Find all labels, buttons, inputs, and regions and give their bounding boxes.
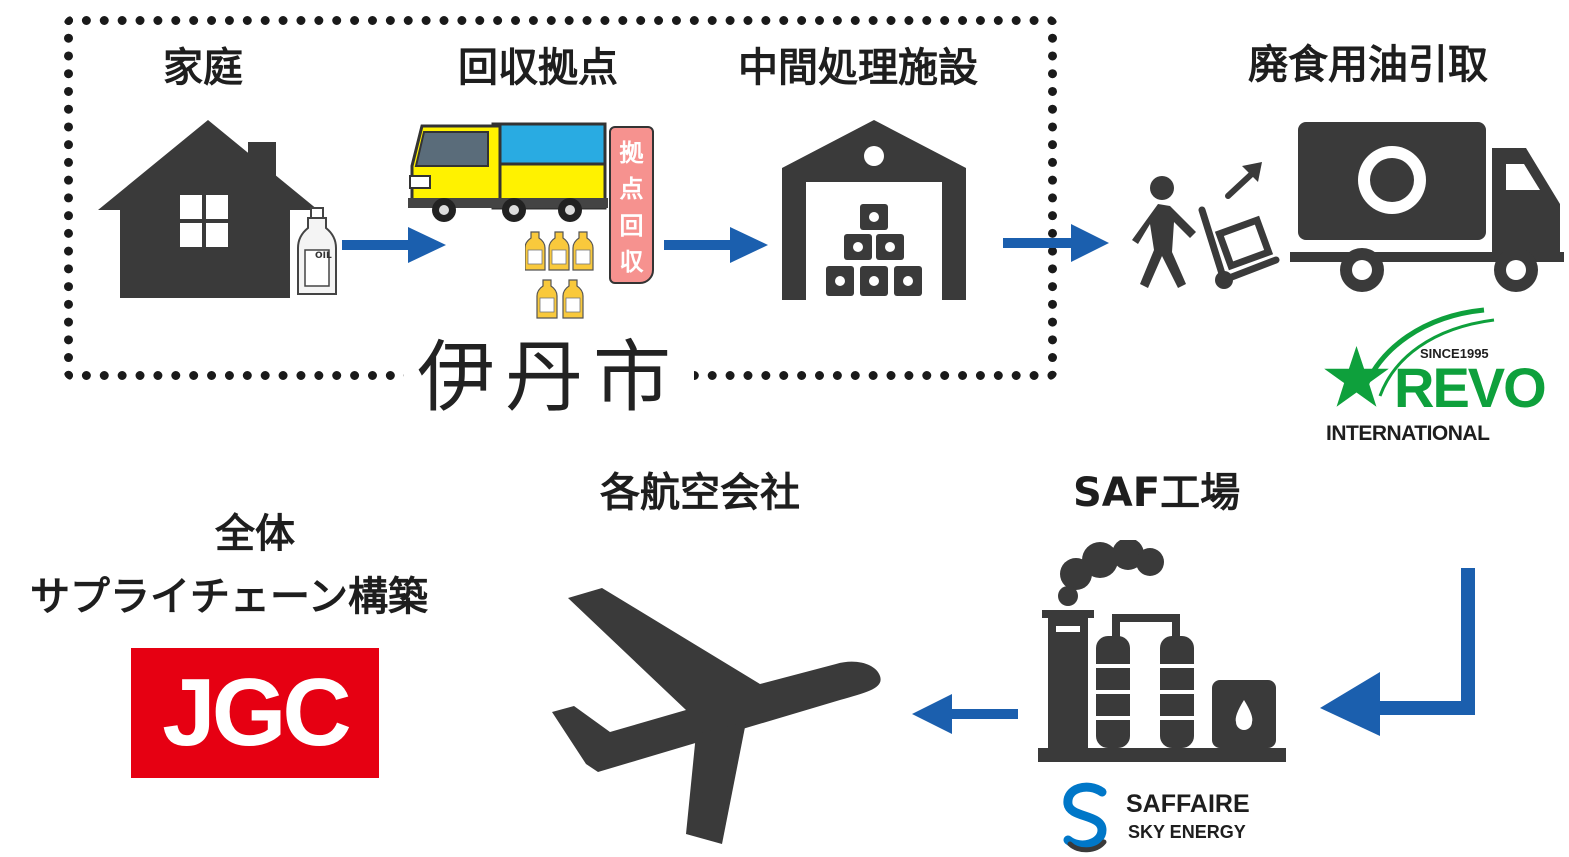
arrow-right-icon	[342, 227, 446, 263]
processing-facility-label: 中間処理施設	[738, 45, 978, 91]
saffaire-line2-text: SKY ENERGY	[1128, 822, 1246, 842]
oil-bottle-icon	[297, 207, 337, 295]
oil-pickup-label: 廃食用油引取	[1248, 42, 1488, 88]
arrow-right-icon	[1003, 224, 1109, 262]
saf-plant-label: SAF工場	[1073, 470, 1241, 516]
supply-chain-label-line2: サプライチェーン構築	[30, 574, 428, 620]
arrow-right-icon	[664, 227, 768, 263]
saffaire-line1-text: SAFFAIRE	[1126, 790, 1250, 818]
jgc-logo: JGC	[131, 648, 379, 778]
collection-truck-icon	[408, 122, 608, 222]
oil-bottle-text: OIL	[315, 251, 332, 262]
hand-cart-worker-icon	[1132, 162, 1280, 289]
revo-logo-mark-icon	[1324, 307, 1495, 407]
airlines-label: 各航空会社	[600, 470, 800, 516]
processing-facility-icon	[782, 120, 966, 300]
banner-char: 回	[619, 211, 644, 240]
banner-char: 点	[619, 175, 644, 204]
arrow-left-icon	[912, 694, 1018, 734]
region-label: 伊丹市	[404, 330, 694, 426]
saf-factory-icon	[1038, 540, 1286, 762]
revo-name-text: REVO	[1394, 356, 1547, 419]
banner-char: 収	[619, 248, 644, 277]
airplane-icon	[552, 588, 881, 844]
household-label: 家庭	[163, 45, 243, 91]
pickup-truck-icon	[1290, 122, 1564, 292]
arrow-return-icon	[1320, 568, 1475, 736]
saffaire-logo-mark-icon	[1063, 782, 1107, 853]
collection-banner: 拠 点 回 収	[609, 126, 654, 284]
revo-since-text: SINCE1995	[1420, 346, 1489, 361]
supply-chain-label-line1: 全体	[215, 511, 295, 557]
banner-char: 拠	[619, 138, 644, 167]
collection-point-label: 回収拠点	[458, 45, 618, 91]
collected-oil-bottles-icon	[525, 231, 594, 319]
revo-sub-text: INTERNATIONAL	[1326, 422, 1490, 445]
house-icon	[98, 120, 318, 298]
